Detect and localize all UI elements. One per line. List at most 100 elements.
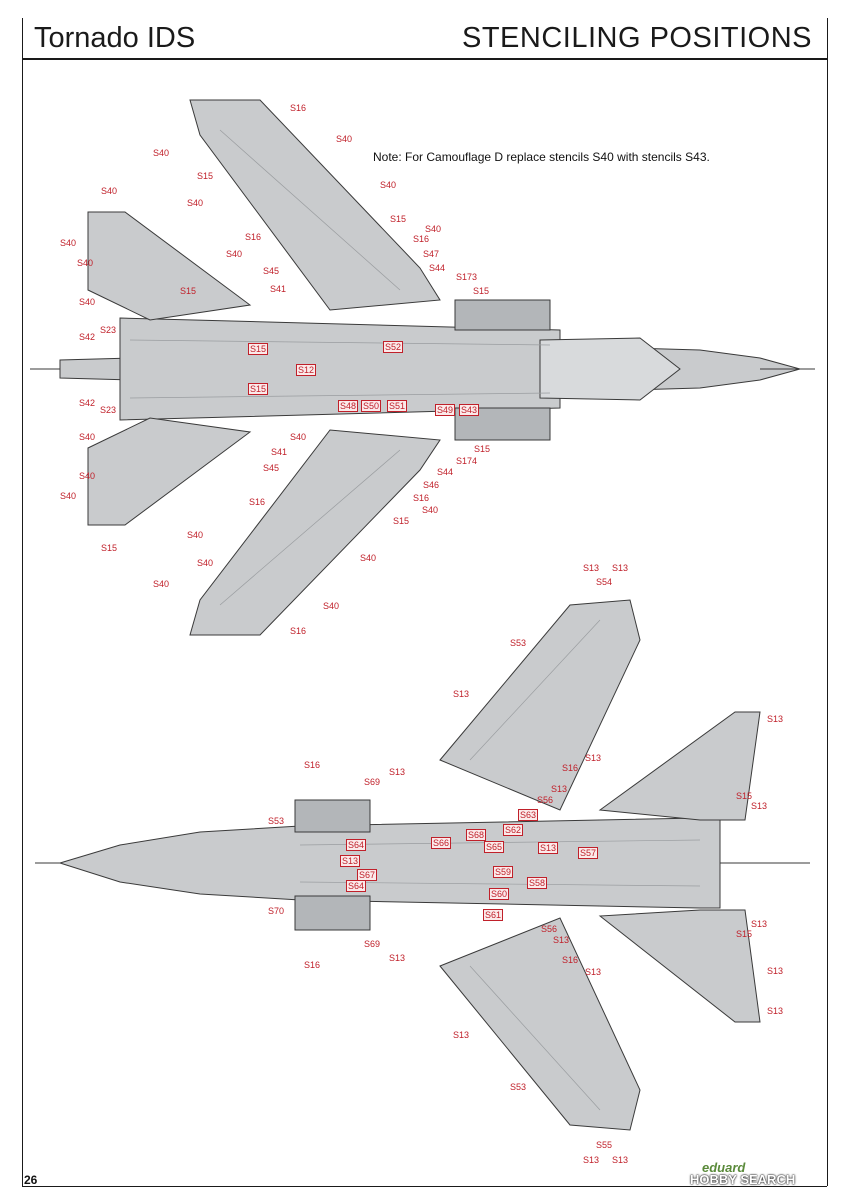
top-view-stencil-label: S45 [263, 463, 280, 473]
top-view-stencil-label: S40 [226, 249, 243, 259]
bottom-view-stencil-label: S16 [562, 955, 579, 965]
top-view-stencil-label: S16 [290, 626, 307, 636]
top-view-stencil-label: S40 [77, 258, 94, 268]
top-view-stencil-label: S16 [249, 497, 266, 507]
bottom-view-stencil-label: S55 [596, 1140, 613, 1150]
top-view-stencil-label: S49 [435, 404, 456, 416]
bottom-view-stencil-label: S13 [583, 1155, 600, 1165]
top-view-stencil-label: S40 [101, 186, 118, 196]
bottom-view-stencil-label: S57 [578, 847, 599, 859]
top-view-stencil-label: S15 [248, 343, 269, 355]
bottom-view-stencil-label: S70 [268, 906, 285, 916]
model-title: Tornado IDS [34, 22, 196, 54]
bottom-view-stencil-label: S13 [389, 953, 406, 963]
top-view-stencil-label: S46 [423, 480, 440, 490]
bottom-view-stencil-label: S13 [553, 935, 570, 945]
top-view-stencil-label: S40 [60, 491, 77, 501]
top-view-stencil-label: S15 [101, 543, 118, 553]
top-view-stencil-label: S15 [473, 286, 490, 296]
page-number: 26 [24, 1173, 38, 1187]
top-view-stencil-label: S15 [474, 444, 491, 454]
top-view-stencil-label: S174 [456, 456, 478, 466]
top-view-stencil-label: S15 [180, 286, 197, 296]
bottom-view-stencil-label: S13 [340, 855, 361, 867]
bottom-view-stencil-label: S13 [453, 689, 470, 699]
top-view-stencil-label: S40 [187, 530, 204, 540]
top-view-stencil-label: S42 [79, 398, 96, 408]
bottom-view-stencil-label: S13 [583, 563, 600, 573]
top-view-stencil-label: S41 [270, 284, 287, 294]
bottom-view-stencil-label: S69 [364, 939, 381, 949]
top-view-stencil-label: S15 [390, 214, 407, 224]
bottom-view-stencil-label: S53 [510, 1082, 527, 1092]
bottom-view-stencil-label: S56 [537, 795, 554, 805]
top-view-stencil-label: S48 [338, 400, 359, 412]
bottom-view-stencil-label: S64 [346, 839, 367, 851]
top-view-stencil-label: S16 [245, 232, 262, 242]
top-view-stencil-label: S40 [187, 198, 204, 208]
bottom-view-stencil-label: S15 [736, 791, 753, 801]
bottom-view-stencil-label: S13 [767, 966, 784, 976]
bottom-view-stencil-label: S58 [527, 877, 548, 889]
bottom-view-stencil-label: S60 [489, 888, 510, 900]
bottom-view-stencil-label: S13 [538, 842, 559, 854]
top-view-stencil-label: S45 [263, 266, 280, 276]
top-view-stencil-label: S40 [79, 432, 96, 442]
bottom-view-stencil-label: S13 [585, 753, 602, 763]
top-view-stencil-label: S52 [383, 341, 404, 353]
bottom-view-stencil-label: S13 [453, 1030, 470, 1040]
top-view-stencil-label: S40 [79, 471, 96, 481]
bottom-view-stencil-label: S65 [484, 841, 505, 853]
top-view-stencil-label: S40 [79, 297, 96, 307]
page-frame [22, 18, 828, 1186]
bottom-view-stencil-label: S69 [364, 777, 381, 787]
bottom-view-stencil-label: S16 [304, 760, 321, 770]
header-rule [22, 58, 827, 60]
bottom-view-stencil-label: S13 [751, 919, 768, 929]
top-view-stencil-label: S40 [336, 134, 353, 144]
top-view-stencil-label: S51 [387, 400, 408, 412]
bottom-view-stencil-label: S66 [431, 837, 452, 849]
camouflage-note: Note: For Camouflage D replace stencils … [373, 150, 710, 164]
bottom-view-stencil-label: S62 [503, 824, 524, 836]
top-view-stencil-label: S15 [197, 171, 214, 181]
bottom-view-stencil-label: S53 [510, 638, 527, 648]
top-view-stencil-label: S44 [429, 263, 446, 273]
watermark: HOBBY SEARCH [690, 1172, 796, 1187]
top-view-stencil-label: S40 [153, 579, 170, 589]
top-view-stencil-label: S16 [290, 103, 307, 113]
bottom-view-stencil-label: S13 [389, 767, 406, 777]
top-view-stencil-label: S42 [79, 332, 96, 342]
bottom-view-stencil-label: S15 [736, 929, 753, 939]
top-view-stencil-label: S40 [323, 601, 340, 611]
bottom-view-stencil-label: S56 [541, 924, 558, 934]
top-view-stencil-label: S12 [296, 364, 317, 376]
bottom-view-stencil-label: S61 [483, 909, 504, 921]
brand-logo: eduard [702, 1160, 746, 1175]
top-view-stencil-label: S50 [361, 400, 382, 412]
top-view-stencil-label: S44 [437, 467, 454, 477]
top-view-stencil-label: S40 [60, 238, 77, 248]
bottom-view-stencil-label: S13 [767, 1006, 784, 1016]
bottom-view-stencil-label: S67 [357, 869, 378, 881]
bottom-view-stencil-label: S16 [562, 763, 579, 773]
top-view-stencil-label: S43 [459, 404, 480, 416]
top-view-stencil-label: S23 [100, 325, 117, 335]
top-view-stencil-label: S15 [248, 383, 269, 395]
top-view-stencil-label: S41 [271, 447, 288, 457]
bottom-view-stencil-label: S13 [767, 714, 784, 724]
bottom-view-stencil-label: S13 [585, 967, 602, 977]
top-view-stencil-label: S15 [393, 516, 410, 526]
top-view-stencil-label: S40 [425, 224, 442, 234]
top-view-stencil-label: S16 [413, 234, 430, 244]
bottom-view-stencil-label: S13 [751, 801, 768, 811]
top-view-stencil-label: S40 [422, 505, 439, 515]
bottom-view-stencil-label: S13 [612, 563, 629, 573]
top-view-stencil-label: S16 [413, 493, 430, 503]
bottom-view-stencil-label: S53 [268, 816, 285, 826]
bottom-view-stencil-label: S63 [518, 809, 539, 821]
top-view-stencil-label: S40 [380, 180, 397, 190]
bottom-view-stencil-label: S68 [466, 829, 487, 841]
